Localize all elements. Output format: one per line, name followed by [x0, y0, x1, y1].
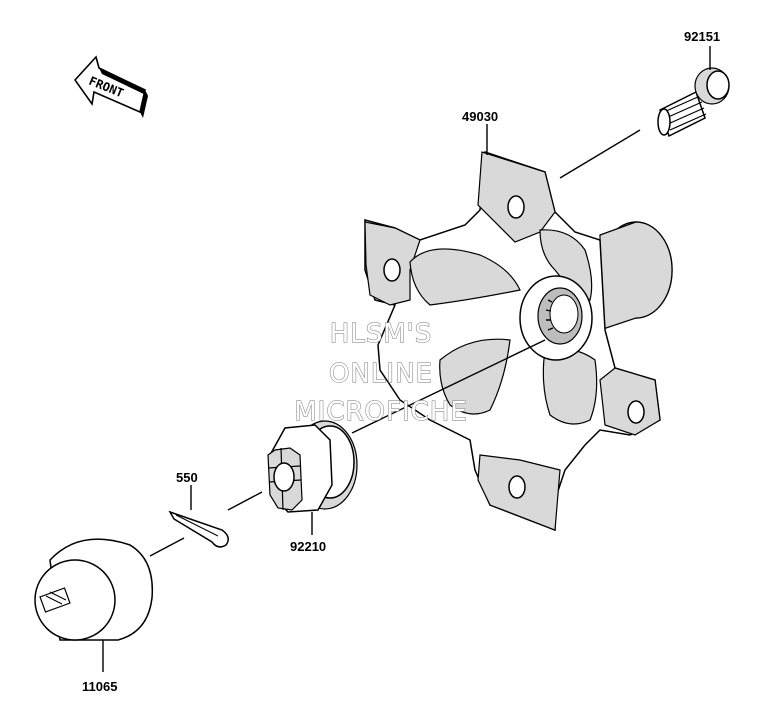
watermark: HLSM'S ONLINE MICROFICHE — [294, 318, 468, 427]
part-number-cotter-pin[interactable]: 550 — [176, 470, 198, 485]
front-arrow-icon: FRONT — [73, 55, 148, 118]
hub-cap — [34, 538, 154, 641]
hub-bolt — [657, 67, 730, 138]
leader-lines — [102, 46, 711, 672]
watermark-line-3: MICROFICHE — [294, 397, 468, 427]
watermark-line-1: HLSM'S — [330, 319, 433, 349]
part-number-cap[interactable]: 11065 — [82, 679, 117, 694]
castle-nut — [267, 420, 358, 513]
part-number-castle-nut[interactable]: 92210 — [290, 539, 326, 554]
part-number-bolt[interactable]: 92151 — [684, 29, 720, 44]
wheel-hub — [364, 150, 673, 532]
watermark-line-2: ONLINE — [329, 359, 433, 389]
cotter-pin — [168, 510, 229, 548]
part-number-hub[interactable]: 49030 — [462, 109, 498, 124]
